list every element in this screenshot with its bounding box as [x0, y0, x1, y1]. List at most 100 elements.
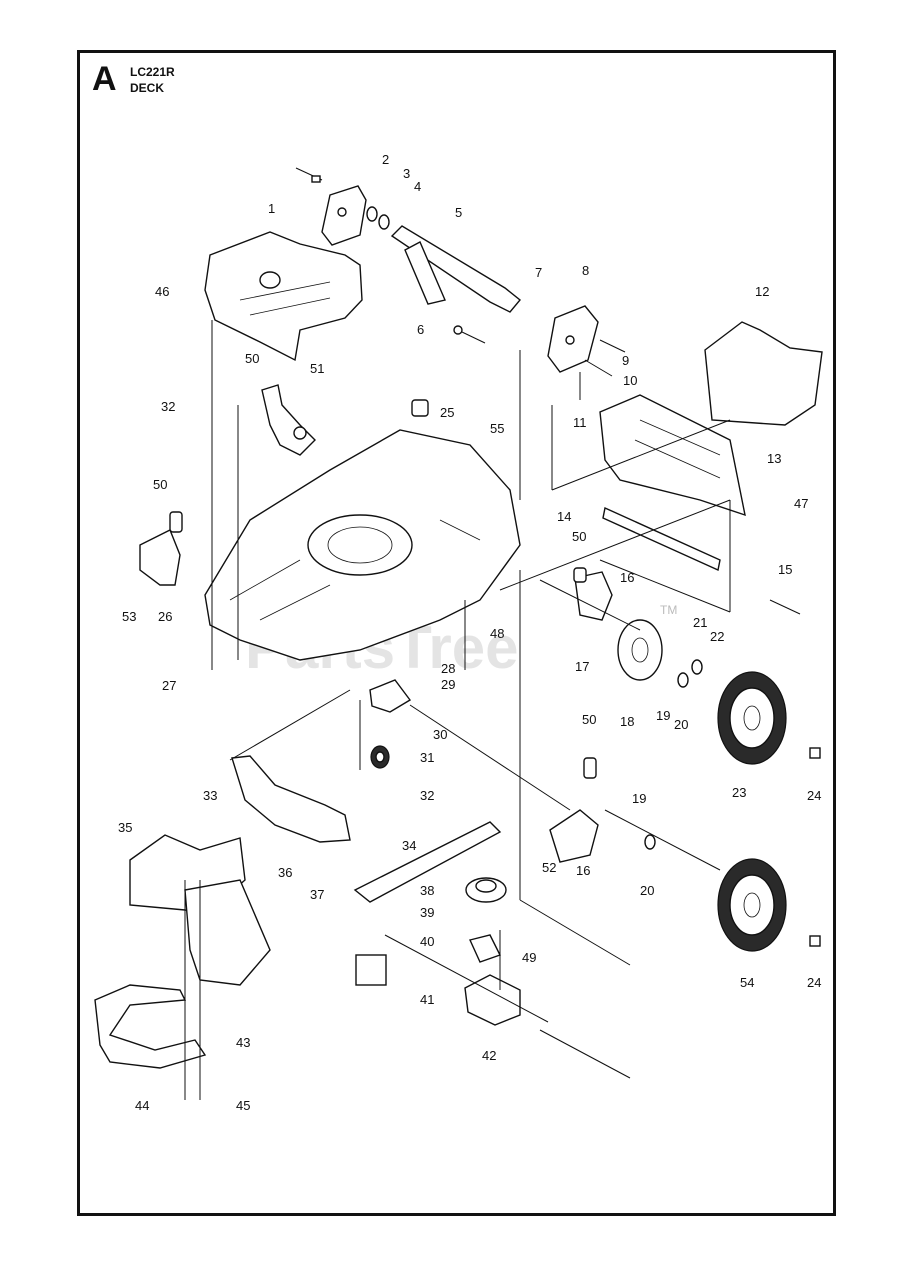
part-51-height-adjuster-front — [261, 384, 316, 456]
part-13-bag-frame — [599, 394, 746, 517]
part-37-belt — [353, 821, 502, 903]
part-3-4-washers — [366, 206, 390, 230]
callout-52: 52 — [542, 860, 556, 875]
callout-46: 46 — [155, 284, 169, 299]
part-30-pivot — [369, 679, 412, 713]
part-6-nut — [453, 325, 486, 344]
callout-1: 1 — [268, 201, 275, 216]
callout-33: 33 — [203, 788, 217, 803]
callout-2: 2 — [382, 152, 389, 167]
callout-29: 29 — [441, 677, 455, 692]
callout-13: 13 — [767, 451, 781, 466]
callouts: 1 2 3 4 5 6 7 8 9 10 11 12 13 14 15 16 1… — [118, 152, 821, 1113]
callout-10: 10 — [623, 373, 637, 388]
part-15-rod — [769, 599, 801, 615]
part-1-bolt — [295, 167, 323, 183]
part-2-handle-bracket — [321, 185, 367, 246]
callout-15: 15 — [778, 562, 792, 577]
callout-50-left: 50 — [153, 477, 167, 492]
callout-39: 39 — [420, 905, 434, 920]
callout-36: 36 — [278, 865, 292, 880]
callout-45: 45 — [236, 1098, 250, 1113]
callout-5: 5 — [455, 205, 462, 220]
callout-20-rear: 20 — [674, 717, 688, 732]
callout-14: 14 — [557, 509, 571, 524]
watermark-trademark: TM — [660, 603, 677, 617]
part-deck-housing — [204, 429, 521, 661]
callout-43: 43 — [236, 1035, 250, 1050]
callout-32-top: 32 — [161, 399, 175, 414]
part-36-discharge-chute — [129, 834, 271, 986]
assembly-lines — [184, 320, 731, 1100]
callout-7: 7 — [535, 265, 542, 280]
callout-16-rear: 16 — [620, 570, 634, 585]
callout-3: 3 — [403, 166, 410, 181]
callout-16-front: 16 — [576, 863, 590, 878]
callout-24-rear: 24 — [807, 788, 821, 803]
part-23-rear-wheel — [717, 671, 787, 765]
callout-23: 23 — [732, 785, 746, 800]
callout-8: 8 — [582, 263, 589, 278]
part-43-rear-skirt — [94, 984, 207, 1069]
part-31-bearing — [370, 745, 390, 769]
callout-17: 17 — [575, 659, 589, 674]
callout-18: 18 — [620, 714, 634, 729]
callout-32-bottom: 32 — [420, 788, 434, 803]
part-54-front-wheel — [717, 858, 787, 952]
part-46-front-cover — [204, 231, 363, 362]
callout-19-rear: 19 — [656, 708, 670, 723]
part-8-handle-bracket-right — [547, 305, 626, 400]
part-24-wheel-nuts — [809, 747, 821, 947]
part-14-bar — [602, 506, 721, 572]
assembly-name: DECK — [130, 81, 165, 95]
callout-50-front: 50 — [245, 351, 259, 366]
callout-49: 49 — [522, 950, 536, 965]
callout-19-front: 19 — [632, 791, 646, 806]
diagram-frame — [77, 50, 836, 1216]
callout-4: 4 — [414, 179, 421, 194]
part-38-pulley — [465, 877, 507, 903]
callout-21: 21 — [693, 615, 707, 630]
callout-27: 27 — [162, 678, 176, 693]
callout-40: 40 — [420, 934, 434, 949]
callout-50-rear: 50 — [572, 529, 586, 544]
callout-20-front: 20 — [640, 883, 654, 898]
callout-48: 48 — [490, 626, 504, 641]
part-5-handle-tube — [390, 225, 521, 313]
part-40-bracket — [469, 934, 501, 963]
callout-25: 25 — [440, 405, 454, 420]
callout-12: 12 — [755, 284, 769, 299]
part-53-height-adjuster-left — [139, 511, 183, 586]
part-52-height-adjuster-rear-left — [549, 757, 599, 863]
callout-6: 6 — [417, 322, 424, 337]
callout-47: 47 — [794, 496, 808, 511]
callout-53: 53 — [122, 609, 136, 624]
callout-38: 38 — [420, 883, 434, 898]
callout-22: 22 — [710, 629, 724, 644]
callout-41: 41 — [420, 992, 434, 1007]
callout-42: 42 — [482, 1048, 496, 1063]
part-25-knob — [411, 399, 429, 417]
part-21-20-washers — [644, 659, 703, 850]
section-letter: A — [92, 60, 117, 98]
callout-55: 55 — [490, 421, 504, 436]
model-number: LC221R — [130, 65, 175, 79]
callout-37: 37 — [310, 887, 324, 902]
callout-11: 11 — [573, 415, 587, 430]
callout-51: 51 — [310, 361, 324, 376]
part-33-rear-flap — [231, 755, 351, 843]
callout-50-rear-left: 50 — [582, 712, 596, 727]
callout-31: 31 — [420, 750, 434, 765]
callout-34: 34 — [402, 838, 416, 853]
callout-44: 44 — [135, 1098, 149, 1113]
callout-28: 28 — [441, 661, 455, 676]
callout-26: 26 — [158, 609, 172, 624]
part-17-hub-cap — [617, 619, 663, 681]
callout-30: 30 — [433, 727, 447, 742]
callout-24-front: 24 — [807, 975, 821, 990]
callout-9: 9 — [622, 353, 629, 368]
part-41-gearbox — [355, 934, 549, 1026]
callout-54: 54 — [740, 975, 754, 990]
part-16-height-adjuster-rear — [573, 567, 613, 621]
